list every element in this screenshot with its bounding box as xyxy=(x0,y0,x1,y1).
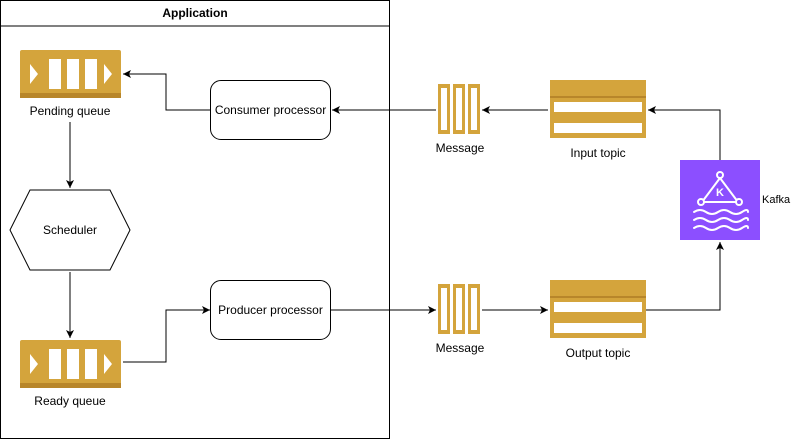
ready-queue-label: Ready queue xyxy=(34,394,106,408)
scheduler-shape xyxy=(9,189,131,271)
producer-processor-box: Producer processor xyxy=(210,280,331,340)
ready-queue-icon xyxy=(20,340,121,388)
connectors xyxy=(66,70,724,363)
output-topic-label: Output topic xyxy=(565,346,631,360)
input-topic-label: Input topic xyxy=(570,146,626,160)
message-out-icon xyxy=(438,284,480,334)
consumer-processor-box: Consumer processor xyxy=(210,80,331,140)
application-title: Application xyxy=(162,6,228,20)
scheduler-label: Scheduler xyxy=(42,223,98,237)
message-out-label: Message xyxy=(435,341,485,355)
message-in-icon xyxy=(438,84,480,134)
input-topic-icon xyxy=(550,80,646,138)
consumer-processor-label: Consumer processor xyxy=(214,103,327,117)
kafka-icon: K xyxy=(680,160,760,240)
pending-queue-label: Pending queue xyxy=(29,104,111,118)
message-in-label: Message xyxy=(435,141,485,155)
svg-text:K: K xyxy=(716,187,724,199)
kafka-label: Kafka xyxy=(762,194,791,206)
output-topic-icon xyxy=(550,280,646,338)
producer-processor-label: Producer processor xyxy=(218,303,323,317)
pending-queue-icon xyxy=(20,50,121,98)
